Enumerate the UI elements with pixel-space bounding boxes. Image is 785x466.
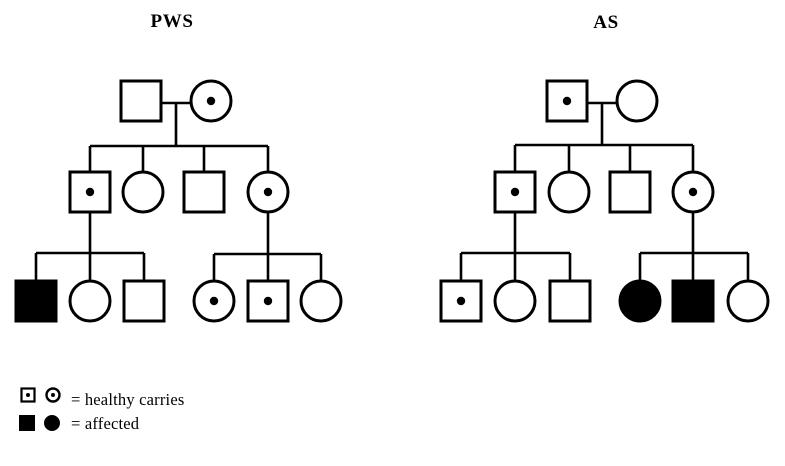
legend-male-affected-icon (19, 415, 35, 431)
as-gen1-mother (615, 79, 659, 123)
pedigree-title-pws: PWS (150, 11, 194, 32)
pws-gen3-son3 (246, 279, 290, 323)
as-gen3-daughter3 (726, 279, 770, 323)
as-gen3-daughter1 (493, 279, 537, 323)
pws-gen3-daughter2 (192, 279, 236, 323)
pws-gen2-daughter2 (246, 170, 290, 214)
pws-gen3-son1 (14, 279, 58, 323)
as-gen3-son2 (548, 279, 592, 323)
pws-gen2-son1 (68, 170, 112, 214)
as-gen2-son1 (493, 170, 537, 214)
as-gen3-son3 (671, 279, 715, 323)
legend-label-healthy-carrier: = healthy carries (71, 390, 185, 409)
pws-gen3-daughter3 (299, 279, 343, 323)
as-gen2-daughter2 (671, 170, 715, 214)
legend-female-carrier-icon (45, 387, 61, 403)
legend-label-affected: = affected (71, 414, 140, 433)
pws-gen1-father (119, 79, 163, 123)
as-gen2-daughter1 (547, 170, 591, 214)
pws-gen3-daughter1 (68, 279, 112, 323)
pedigree-title-as: AS (593, 12, 619, 33)
as-gen3-daughter2 (618, 279, 662, 323)
legend-male-carrier-icon (20, 387, 36, 403)
pws-gen3-son2 (122, 279, 166, 323)
pws-gen2-daughter1 (121, 170, 165, 214)
as-gen1-father (545, 79, 589, 123)
pws-gen1-mother (189, 79, 233, 123)
legend-female-affected-icon (44, 415, 60, 431)
as-gen2-son2 (608, 170, 652, 214)
pws-gen2-son2 (182, 170, 226, 214)
as-gen3-son1 (439, 279, 483, 323)
